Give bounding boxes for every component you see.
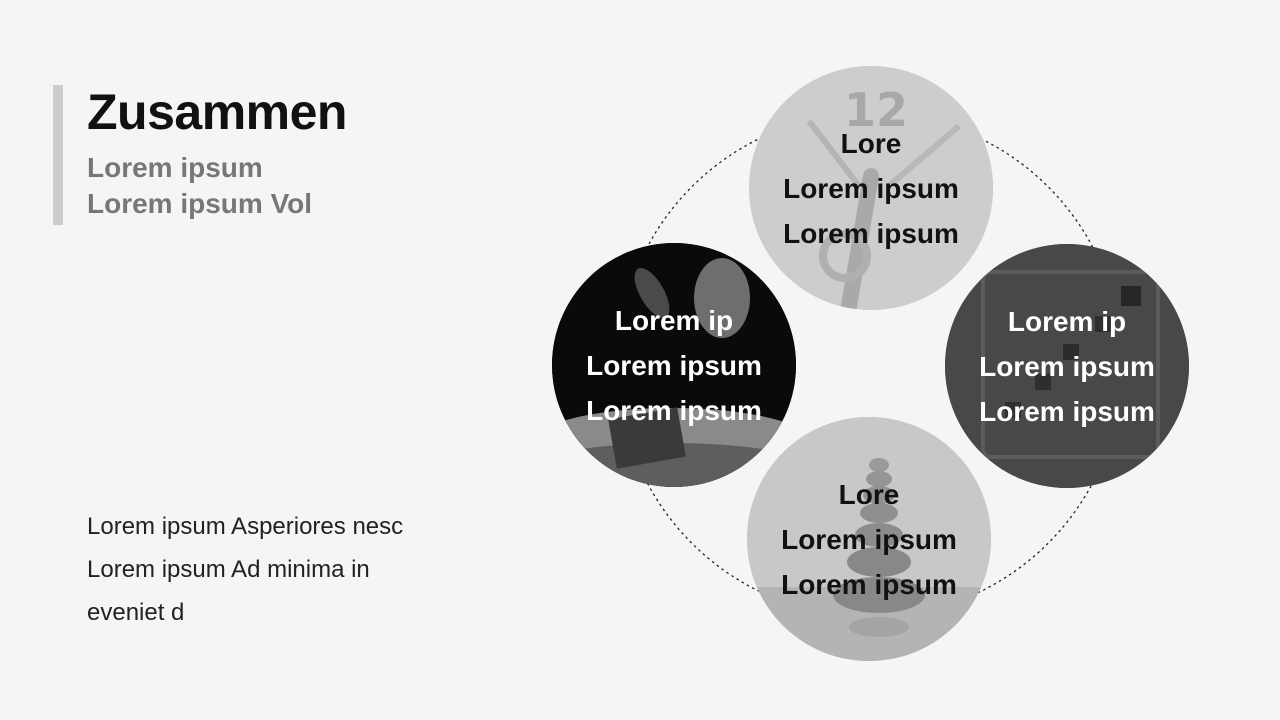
growth-chart-photo — [945, 244, 1189, 488]
circle-bottom-line: Lorem ipsum — [781, 523, 957, 555]
slide-subtitle: Lorem ipsum Lorem ipsum Vol — [87, 150, 312, 222]
svg-text:12: 12 — [844, 83, 908, 137]
body-line: Lorem ipsum Ad minima in — [87, 556, 370, 583]
circle-top-line: Lore — [840, 127, 902, 159]
circle-left-line: Lorem ipsum — [586, 349, 762, 381]
circle-right-line: Lorem ip — [1007, 305, 1127, 337]
body-line: Lorem ipsum Asperiores nesc — [87, 513, 404, 540]
circle-left-line: Lorem ipsum — [586, 394, 762, 426]
circle-bottom-line: Lore — [838, 478, 900, 510]
accent-bar — [53, 85, 63, 225]
body-text: Lorem ipsum Asperiores nesc Lorem ipsum … — [87, 505, 467, 634]
subtitle-line: Lorem ipsum Vol — [87, 188, 313, 219]
circle-top-line: Lorem ipsum — [783, 217, 959, 249]
circle-right: Lorem ip Lorem ipsum Lorem ipsum — [945, 244, 1189, 488]
stacked-stones-photo — [747, 417, 991, 661]
circle-bottom: Lore Lorem ipsum Lorem ipsum — [747, 417, 991, 661]
circle-left-line: Lorem ip — [614, 304, 734, 336]
body-line: eveniet d — [87, 599, 185, 626]
circle-right-line: Lorem ipsum — [979, 395, 1155, 427]
subtitle-line: Lorem ipsum — [87, 152, 263, 183]
slide-title: Zusammen — [87, 84, 347, 140]
circle-right-line: Lorem ipsum — [979, 350, 1155, 382]
circle-bottom-line: Lorem ipsum — [781, 568, 957, 600]
circle-top-line: Lorem ipsum — [783, 172, 959, 204]
